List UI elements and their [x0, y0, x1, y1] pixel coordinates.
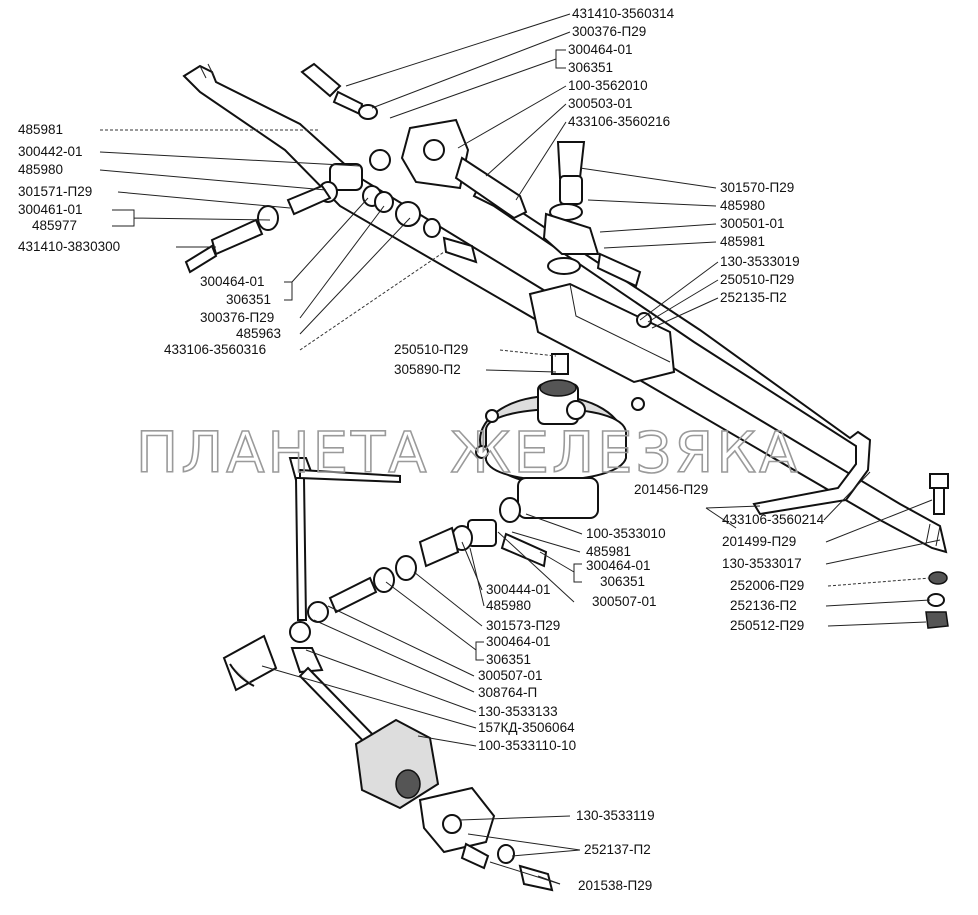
brake-pipe-top	[300, 62, 872, 516]
label-305890-p2: 305890-П2	[394, 362, 461, 377]
label-100-3533010: 100-3533010	[586, 526, 666, 541]
label-301571-p29: 301571-П29	[18, 184, 92, 199]
label-250512-p29: 250512-П29	[730, 618, 804, 633]
label-130-3533019: 130-3533019	[720, 254, 800, 269]
label-485980-right: 485980	[720, 198, 765, 213]
label-306351-top: 306351	[568, 60, 613, 75]
label-300376-p29-top: 300376-П29	[572, 24, 646, 39]
bolt-right	[925, 473, 949, 629]
label-300461-01: 300461-01	[18, 202, 83, 217]
torsion-element	[354, 718, 554, 892]
label-431410-3560314: 431410-3560314	[572, 6, 675, 21]
label-300503-01: 300503-01	[568, 96, 633, 111]
leader-lines	[99, 13, 941, 885]
label-201456-p29: 201456-П29	[634, 482, 708, 497]
label-306351-left: 306351	[226, 292, 271, 307]
label-300444-01: 300444-01	[486, 582, 551, 597]
label-485963: 485963	[236, 326, 281, 341]
label-308764-p: 308764-П	[478, 685, 537, 700]
label-130-3533119: 130-3533119	[576, 808, 655, 823]
label-252136-p2: 252136-П2	[730, 598, 797, 613]
label-252135-p2: 252135-П2	[720, 290, 787, 305]
label-201499-p29: 201499-П29	[722, 534, 796, 549]
label-306351-low: 306351	[486, 652, 531, 667]
upper-fittings	[184, 90, 642, 288]
label-252137-p2: 252137-П2	[584, 842, 651, 857]
label-250510-p29-right: 250510-П29	[720, 272, 794, 287]
lever-arm	[222, 457, 401, 750]
brake-valve-body	[475, 353, 645, 519]
label-301570-p29: 301570-П29	[720, 180, 794, 195]
label-130-3533017: 130-3533017	[722, 556, 802, 571]
label-300501-01: 300501-01	[720, 216, 785, 231]
watermark-text: ПЛАНЕТА ЖЕЛЕЗЯКА	[136, 421, 800, 486]
label-157kd-3506064: 157КД-3506064	[478, 720, 575, 735]
label-306351-mid: 306351	[600, 574, 645, 589]
label-300464-01-mid: 300464-01	[586, 558, 651, 573]
label-250510-p29-mid: 250510-П29	[394, 342, 468, 357]
label-300464-01-top: 300464-01	[568, 42, 633, 57]
label-300507-01-low: 300507-01	[478, 668, 543, 683]
label-100-3533110-10: 100-3533110-10	[478, 738, 576, 753]
label-300376-p29-left: 300376-П29	[200, 310, 274, 325]
label-433106-3560216: 433106-3560216	[568, 114, 670, 129]
label-300464-01-low: 300464-01	[486, 634, 551, 649]
label-300507-01-mid: 300507-01	[592, 594, 657, 609]
label-301573-p29: 301573-П29	[486, 618, 560, 633]
label-431410-3830300: 431410-3830300	[18, 239, 120, 254]
lower-fittings	[307, 497, 548, 623]
label-485980-mid: 485980	[486, 598, 531, 613]
label-100-3562010: 100-3562010	[568, 78, 648, 93]
label-300464-01-left: 300464-01	[200, 274, 265, 289]
label-130-3533133: 130-3533133	[478, 704, 558, 719]
label-485981-right: 485981	[720, 234, 765, 249]
label-300442-01: 300442-01	[18, 144, 83, 159]
label-252006-p29: 252006-П29	[730, 578, 804, 593]
label-485981-left: 485981	[18, 122, 63, 137]
label-485980-left: 485980	[18, 162, 63, 177]
label-433106-3560316: 433106-3560316	[164, 342, 266, 357]
part-labels: 431410-3560314 300376-П29 300464-01 3063…	[18, 6, 825, 893]
label-485981-mid: 485981	[586, 544, 631, 559]
bracket-plate	[528, 282, 676, 384]
label-485977: 485977	[32, 218, 77, 233]
label-201538-p29: 201538-П29	[578, 878, 652, 893]
label-433106-3560214: 433106-3560214	[722, 512, 825, 527]
